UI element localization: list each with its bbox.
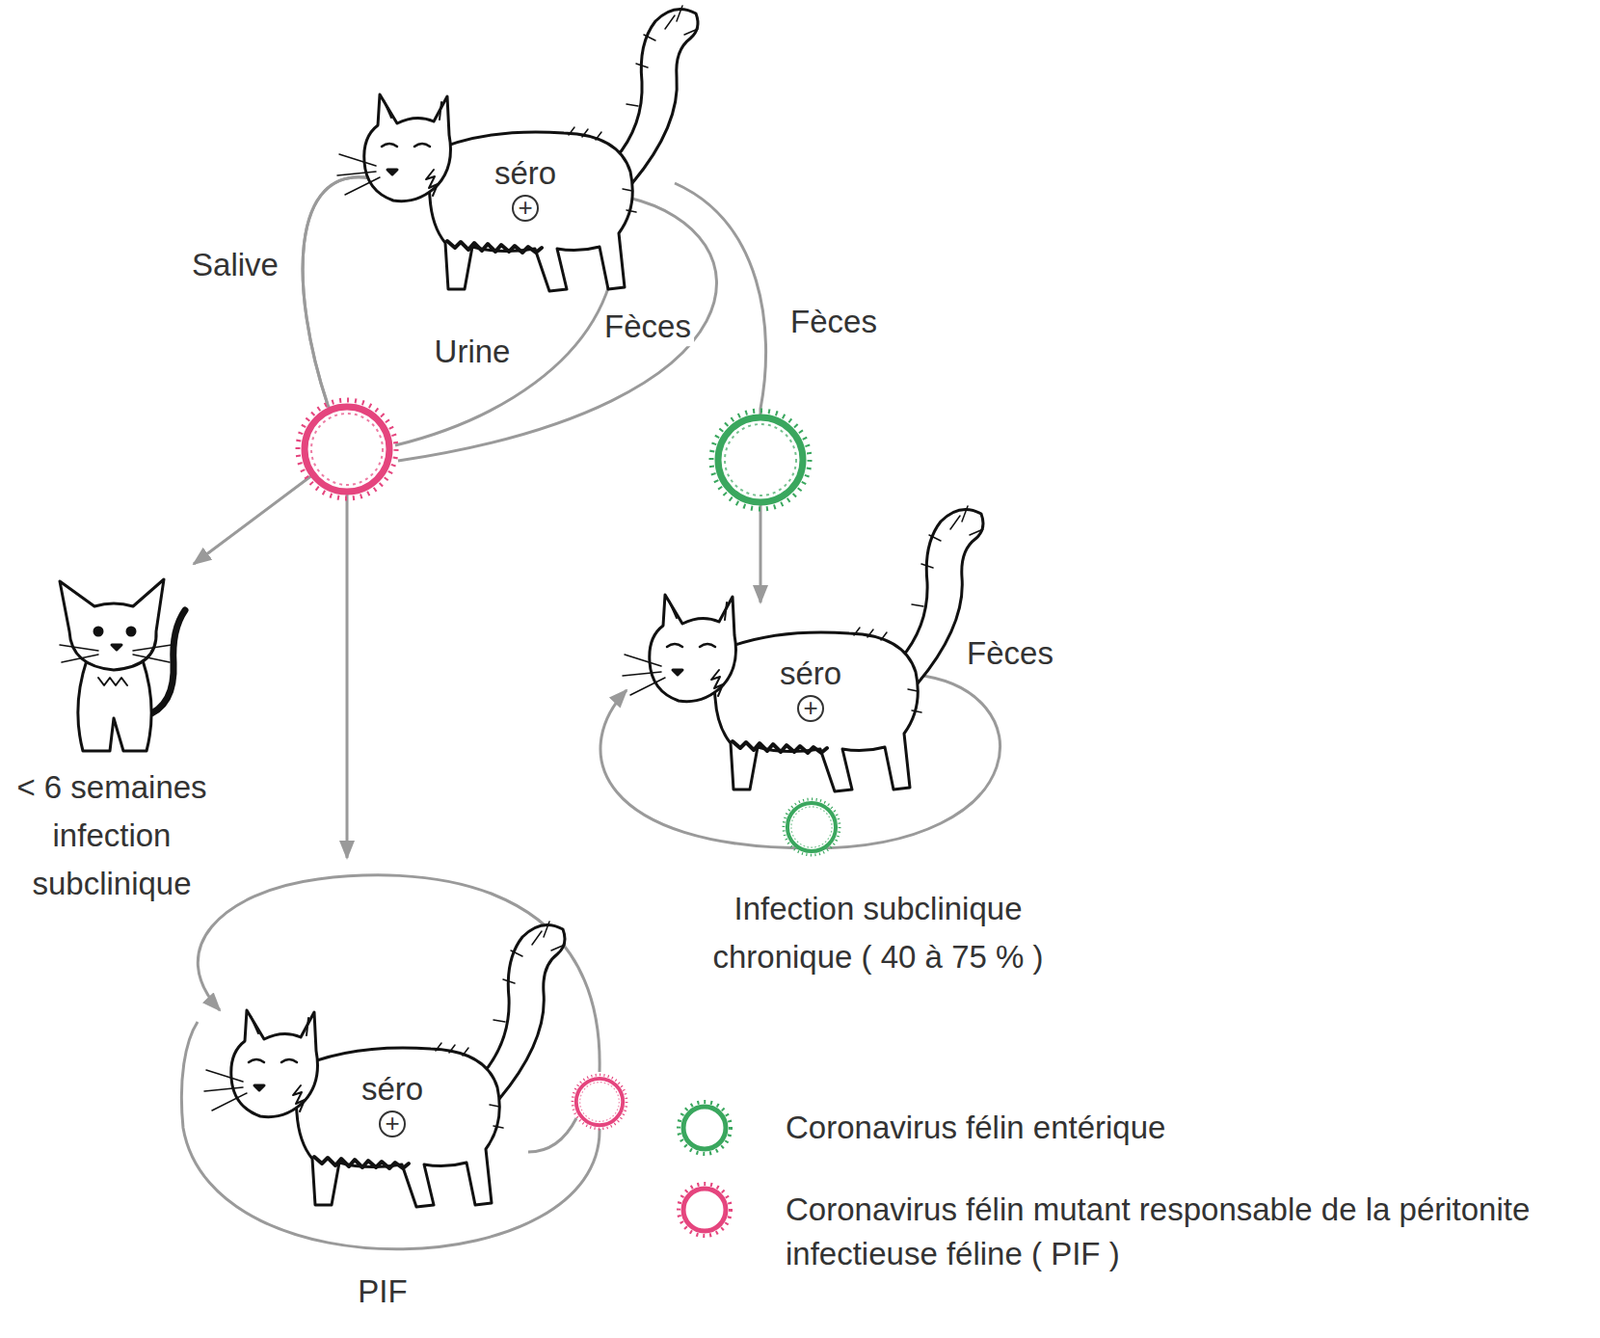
- node-text: PIF: [357, 1272, 407, 1311]
- flow-label: Salive: [188, 245, 282, 285]
- virus-icon: [783, 799, 840, 855]
- serology-sign: +: [797, 694, 825, 722]
- kitten-drawing: [59, 579, 186, 751]
- cat-node: < 6 semaines infection subclinique: [1, 563, 224, 912]
- node-caption: Infection subclinique chronique ( 40 à 7…: [675, 884, 1081, 982]
- virus-icon: [297, 400, 397, 499]
- flow-arrow: [193, 177, 372, 564]
- shedding-line: [528, 1118, 577, 1152]
- flow-arrow: [302, 177, 372, 858]
- virus-icon: [711, 410, 810, 509]
- serology-sign: +: [378, 1110, 406, 1138]
- cat-node: séro+ PIF: [168, 857, 627, 1317]
- node-caption: < 6 semaines infection subclinique: [5, 763, 218, 908]
- flow-label: Fèces: [787, 302, 880, 342]
- node-text: séro: [494, 154, 557, 193]
- virus-icon: [572, 1074, 627, 1129]
- cat-drawing: [622, 506, 984, 792]
- legend-swatch: [670, 1093, 739, 1162]
- legend-text: Coronavirus félin mutant responsable de …: [785, 1187, 1586, 1277]
- urine-line: [395, 245, 617, 446]
- flow-label: Fèces: [601, 307, 694, 347]
- flow-arrow: [674, 183, 767, 603]
- flow-label: Urine: [431, 332, 514, 372]
- legend-text: Coronavirus félin entérique: [785, 1105, 1586, 1150]
- legend-swatch: [670, 1175, 739, 1244]
- node-text: séro: [779, 654, 842, 694]
- serology-sign: +: [511, 194, 539, 222]
- flow-label: Fèces: [963, 634, 1057, 673]
- node-text: séro: [361, 1069, 424, 1109]
- cat-drawing: [204, 921, 565, 1207]
- cat-drawing: [337, 5, 698, 292]
- cat-node: séro+: [371, 0, 675, 319]
